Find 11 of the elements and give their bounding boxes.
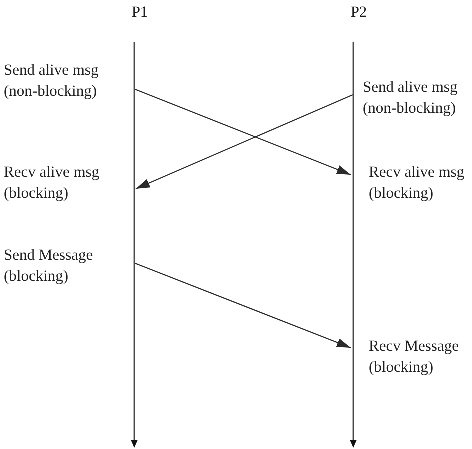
message-arrow <box>134 262 352 349</box>
event-label: Recv alive msg (blocking) <box>4 163 101 204</box>
message-arrow <box>134 88 352 176</box>
event-label: Send alive msg (non-blocking) <box>4 61 100 102</box>
message-arrow <box>136 94 354 190</box>
event-label: Send Message (blocking) <box>4 246 94 287</box>
event-label: Recv alive msg (blocking) <box>369 163 466 204</box>
participant-label: P1 <box>130 3 150 23</box>
participant-label: P2 <box>350 3 368 23</box>
event-label: Recv Message (blocking) <box>369 337 460 378</box>
event-label: Send alive msg (non-blocking) <box>363 78 459 119</box>
